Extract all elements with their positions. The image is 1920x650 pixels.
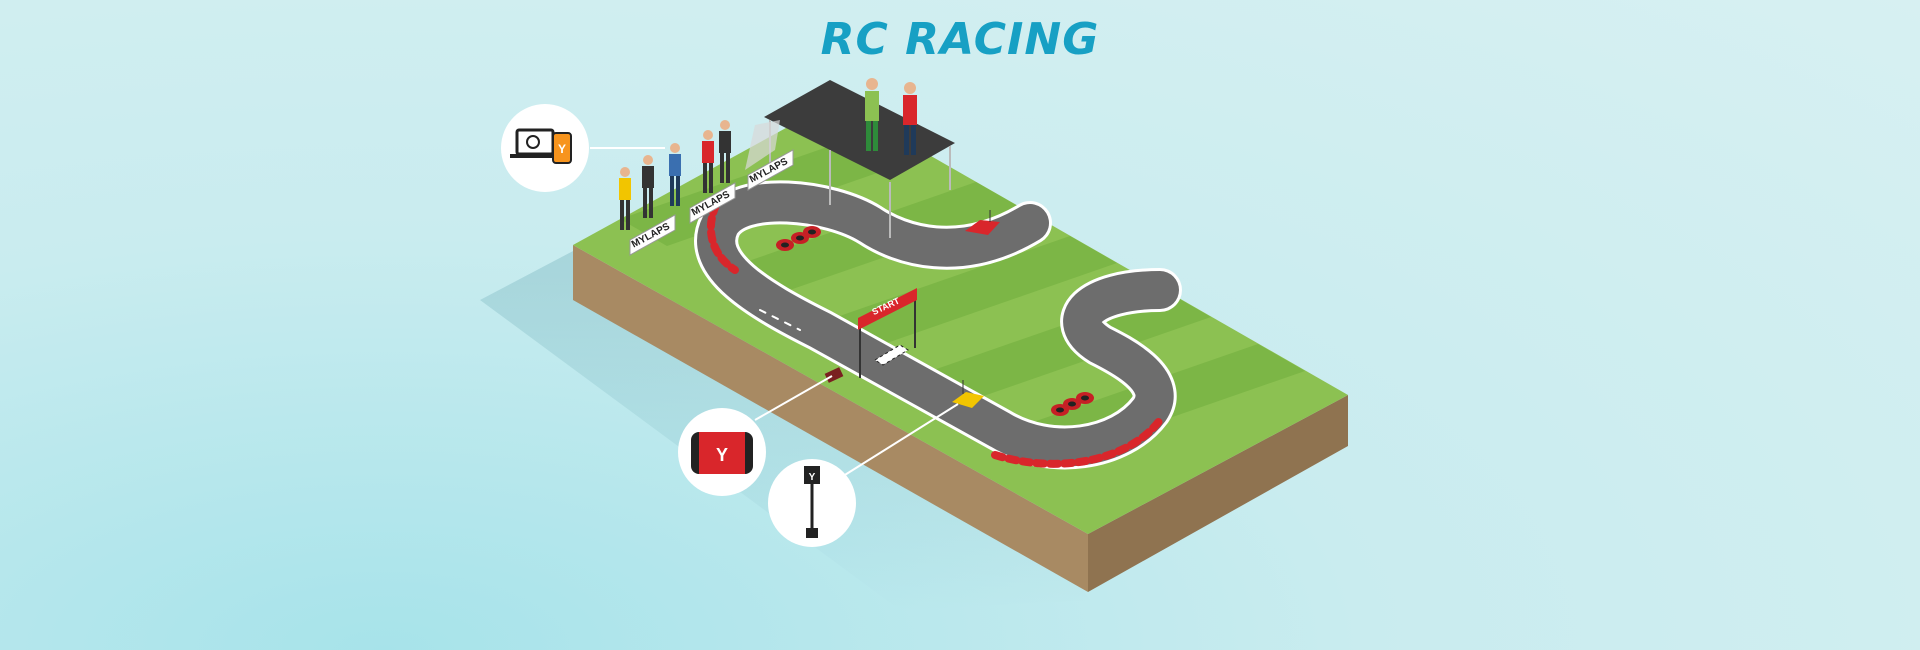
svg-text:Y: Y (558, 142, 566, 156)
driver-red (903, 82, 917, 155)
tire-stack-lower (1051, 392, 1094, 416)
sponsor-board-1: MYLAPS (629, 214, 676, 256)
svg-text:Y: Y (716, 445, 728, 465)
svg-text:Y: Y (809, 472, 816, 483)
page-title: RC RACING (820, 14, 1100, 65)
yellow-rc-car (952, 380, 984, 408)
platform-soil-front (573, 245, 1088, 592)
callout-line-decoder (839, 403, 959, 479)
race-track (694, 180, 1182, 470)
platform-shadow (480, 250, 1090, 610)
tire-stack-upper (776, 226, 821, 251)
decoder-antenna-icon: Y (768, 459, 856, 547)
track-loop-marker (824, 367, 844, 383)
start-gate: START (858, 288, 917, 378)
transponder-icon: Y (678, 408, 766, 496)
callout-line-transponder (754, 375, 833, 421)
laptop-phone-timing-icon: Y (501, 104, 589, 192)
driver-green (865, 78, 879, 151)
spectators (619, 120, 731, 230)
red-rc-car (965, 210, 1000, 235)
platform-soil-side (1088, 395, 1348, 592)
